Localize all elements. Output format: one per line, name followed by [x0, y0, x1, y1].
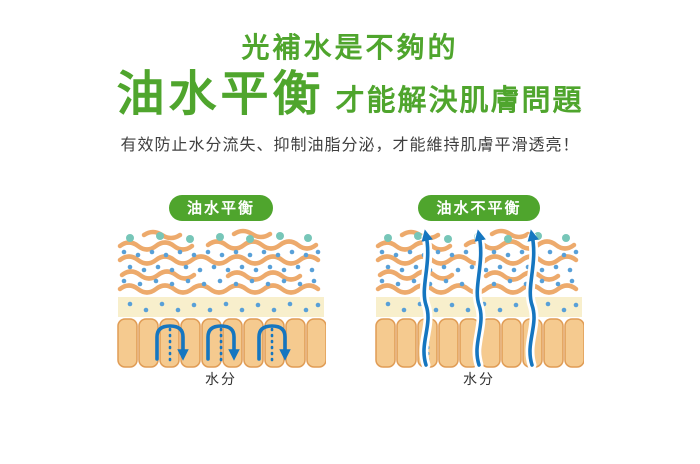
subtitle: 有效防止水分流失、抑制油脂分泌，才能維持肌膚平滑透亮！	[120, 135, 580, 154]
panel-balanced: 油水平衡	[116, 195, 326, 389]
water-retention-arrows	[155, 324, 291, 361]
water-dotted-lines	[168, 327, 274, 367]
lipid-strands	[117, 228, 321, 295]
dermis-dots	[127, 301, 321, 313]
headline-top: 光補水是不夠的	[241, 31, 459, 64]
headline-highlight: 油水平衡	[116, 66, 325, 122]
headline-main: 油水平衡 才能解決肌膚問題	[0, 70, 700, 118]
water-escape-arrows	[419, 229, 539, 369]
surface-dots	[126, 232, 312, 243]
comparison-panels: 油水平衡	[0, 195, 700, 389]
skin-layers	[117, 228, 326, 368]
moisture-dots	[121, 249, 321, 287]
panel-balanced-water-label: 水分	[205, 372, 237, 388]
skin-cross-section-balanced	[117, 228, 326, 368]
infographic-page: 光補水是不夠的 油水平衡 才能解決肌膚問題 有效防止水分流失、抑制油脂分泌，才能…	[0, 26, 700, 464]
dermis-band	[118, 297, 324, 317]
headline-rest: 才能解決肌膚問題	[335, 83, 584, 117]
panel-unbalanced-water-label: 水分	[463, 372, 495, 388]
skin-cross-section-unbalanced	[374, 225, 584, 369]
panel-unbalanced: 油水不平衡 水分	[374, 195, 584, 389]
panel-unbalanced-label: 油水不平衡	[418, 195, 540, 221]
panel-balanced-label: 油水平衡	[168, 195, 273, 221]
